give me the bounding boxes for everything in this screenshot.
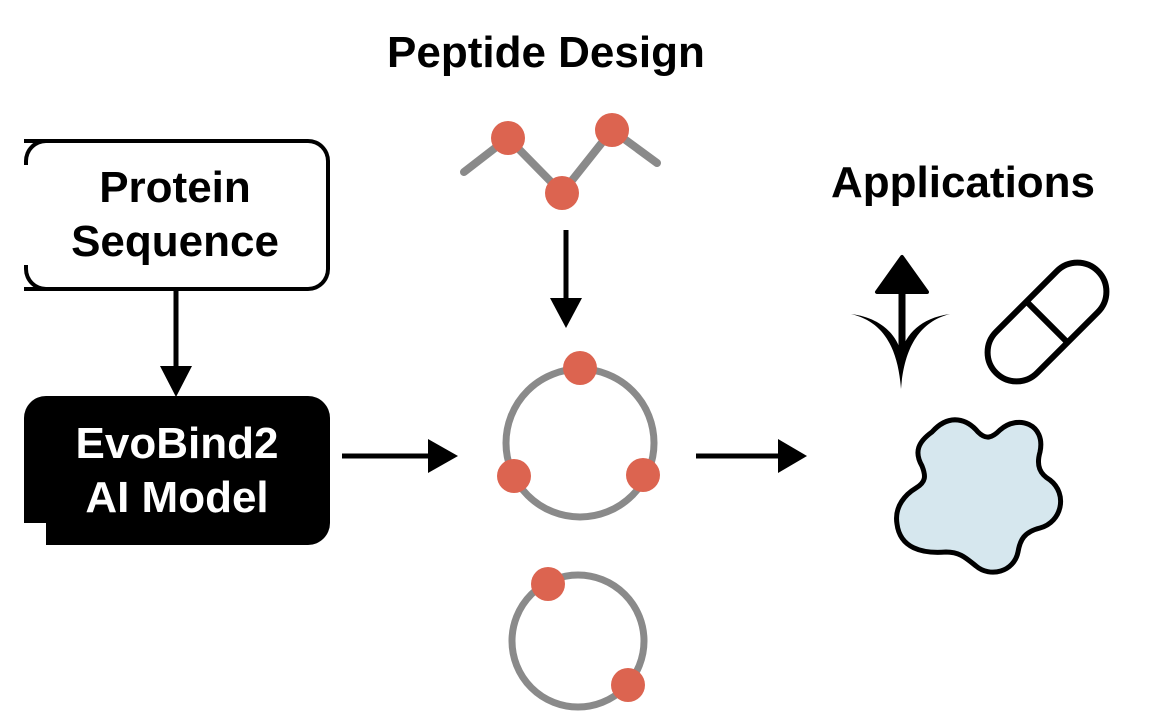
linear-peptide-chain-icon [460, 113, 661, 210]
residue-node [595, 113, 629, 147]
arrow-model-to-peptide [342, 439, 458, 473]
applications-title: Applications [831, 158, 1096, 207]
arrow-peptide-to-applications [696, 439, 807, 473]
residue-node [611, 668, 645, 702]
box-corner [24, 396, 46, 418]
binding-arrow-icon [851, 255, 950, 389]
residue-node [497, 459, 531, 493]
residue-node [563, 351, 597, 385]
residue-node [545, 176, 579, 210]
ai-model-label-line2: AI Model [85, 472, 269, 522]
ai-model-box: EvoBind2 AI Model [24, 396, 330, 545]
residue-node [491, 121, 525, 155]
ai-model-label-line1: EvoBind2 [75, 418, 279, 468]
protein-sequence-label-line2: Sequence [71, 217, 279, 266]
arrow-linear-to-cyclic [550, 230, 582, 328]
protein-sequence-box: Protein Sequence [24, 139, 330, 291]
peptide-design-title: Peptide Design [387, 28, 705, 77]
residue-node [531, 567, 565, 601]
protein-blob-icon [894, 417, 1063, 575]
protein-sequence-label-line1: Protein [99, 163, 251, 212]
cyclic-peptide-two-residue-icon [508, 567, 648, 711]
pill-capsule-icon [984, 259, 1110, 385]
residue-node [626, 458, 660, 492]
cyclic-peptide-three-residue-icon [497, 351, 660, 521]
arrow-protein-to-model [160, 291, 192, 397]
